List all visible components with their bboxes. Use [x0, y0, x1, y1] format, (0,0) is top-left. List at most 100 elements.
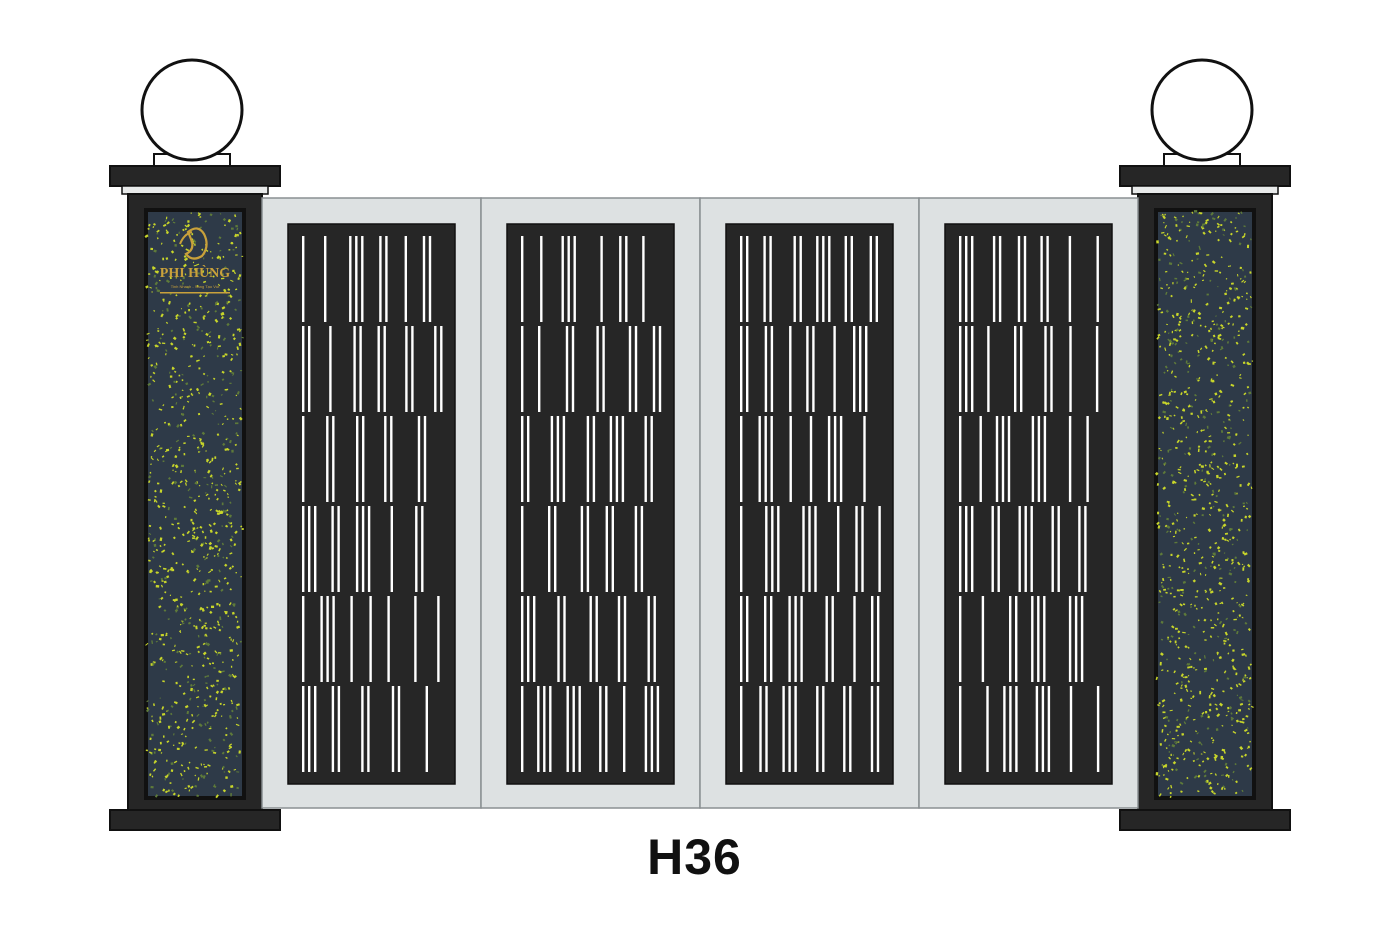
stone-speck [1228, 287, 1233, 291]
stone-speck [1197, 379, 1200, 382]
stone-speck [214, 711, 218, 715]
stone-speck [162, 502, 165, 504]
stone-speck [1217, 327, 1221, 331]
stone-speck [1183, 721, 1187, 725]
stone-speck [162, 643, 166, 646]
panel-slit [758, 416, 761, 502]
stone-speck [1223, 788, 1226, 790]
stone-speck [1232, 610, 1235, 613]
stone-speck [186, 395, 190, 398]
stone-speck [148, 751, 153, 754]
stone-speck [1241, 279, 1245, 283]
stone-speck [222, 355, 226, 358]
stone-speck [150, 785, 154, 789]
stone-speck [193, 344, 196, 347]
stone-speck [1230, 282, 1234, 285]
stone-speck [1211, 320, 1215, 323]
stone-speck [155, 584, 160, 588]
panel-slit [859, 326, 862, 412]
stone-speck [1188, 239, 1190, 242]
stone-speck [1212, 552, 1216, 555]
stone-speck [1206, 293, 1209, 296]
stone-speck [1235, 216, 1237, 219]
stone-speck [227, 770, 231, 774]
stone-speck [172, 469, 174, 472]
stone-speck [1219, 390, 1223, 394]
stone-speck [216, 255, 221, 260]
stone-speck [195, 536, 199, 541]
panel-slit [1050, 326, 1053, 412]
panel-slit [650, 686, 654, 772]
stone-speck [215, 690, 220, 694]
stone-speck [1176, 439, 1180, 444]
pillar-cap-trim [1131, 185, 1279, 195]
stone-speck [1164, 330, 1167, 333]
stone-speck [201, 608, 205, 612]
stone-speck [216, 602, 219, 606]
stone-speck [218, 670, 222, 674]
stone-speck [1231, 543, 1234, 546]
stone-speck [1232, 505, 1235, 509]
stone-speck [1196, 377, 1198, 381]
stone-speck [196, 359, 200, 362]
stone-speck [180, 596, 183, 598]
panel-slit [337, 686, 341, 772]
stone-speck [1173, 513, 1176, 516]
stone-speck [1174, 530, 1177, 534]
stone-speck [147, 227, 150, 230]
stone-speck [193, 267, 198, 271]
stone-speck [1209, 398, 1213, 401]
stone-speck [1230, 718, 1233, 721]
stone-speck [231, 227, 234, 230]
stone-speck [1201, 410, 1204, 412]
stone-speck [1203, 439, 1208, 443]
stone-speck [1218, 509, 1222, 511]
panel-slit [1057, 506, 1060, 592]
stone-speck [1239, 266, 1242, 270]
stone-speck [1239, 484, 1242, 487]
stone-speck [1194, 283, 1198, 287]
stone-speck [1242, 419, 1245, 421]
stone-speck [176, 725, 181, 730]
stone-speck [211, 662, 215, 665]
stone-speck [1194, 481, 1197, 484]
stone-speck [1155, 772, 1159, 776]
stone-speck [1209, 482, 1212, 486]
stone-speck [158, 637, 162, 641]
stone-speck [209, 344, 213, 347]
stone-speck [1196, 469, 1200, 472]
stone-speck [1247, 514, 1252, 519]
stone-speck [222, 765, 225, 768]
stone-speck [220, 312, 225, 316]
stone-speck [1209, 635, 1213, 639]
stone-speck [1212, 658, 1215, 662]
stone-speck [226, 447, 230, 451]
stone-speck [218, 652, 222, 656]
panel-slit [1015, 686, 1018, 772]
stone-speck [187, 766, 190, 770]
stone-speck [236, 625, 241, 629]
stone-speck [149, 773, 152, 777]
stone-speck [1158, 793, 1162, 797]
stone-speck [156, 229, 160, 233]
stone-speck [179, 480, 183, 484]
stone-speck [1187, 633, 1190, 636]
stone-speck [146, 332, 150, 335]
stone-speck [1198, 658, 1201, 661]
panel-slit [869, 236, 872, 322]
panel-slit [379, 236, 382, 322]
stone-speck [1166, 638, 1170, 641]
stone-speck [1209, 279, 1212, 282]
stone-speck [190, 518, 193, 522]
stone-speck [178, 374, 181, 377]
stone-speck [214, 410, 217, 412]
stone-speck [221, 378, 225, 382]
panel-slit [578, 686, 581, 772]
stone-speck [216, 354, 219, 358]
stone-speck [201, 664, 205, 668]
panel-slit [1069, 326, 1072, 412]
stone-speck [1204, 639, 1207, 641]
stone-texture [144, 212, 244, 799]
stone-speck [176, 650, 180, 654]
panel-slit [628, 326, 632, 412]
